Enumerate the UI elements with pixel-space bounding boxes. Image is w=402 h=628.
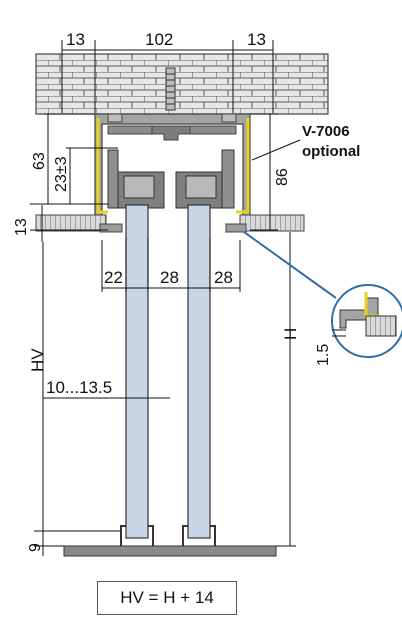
floor [63,545,277,557]
suspended-ceiling [35,214,305,233]
track-profile [94,113,251,217]
dim-height-86: 86 [274,168,291,186]
ceiling-brickwork [35,53,329,115]
dim-height-63: 63 [31,152,48,170]
floor-guide [120,525,216,546]
ceiling-screw [165,67,176,111]
gap-dimensions [101,238,241,292]
dim-hv: HV [28,348,47,372]
h-dimension [276,232,296,547]
dim-height-23: 23±3 [53,156,70,192]
seal-strip [96,118,250,214]
profile-note: optional [302,143,360,160]
profile-leader-line [251,139,301,161]
bottom-dimension [34,530,121,547]
dim-glass: 10...13.5 [46,378,112,397]
profile-code: V-7006 [302,123,350,140]
formula-text: HV = H + 14 [120,588,214,607]
detail-callout [331,284,402,358]
dim-top-middle: 102 [145,30,173,49]
dim-bottom-9: 9 [27,543,44,552]
right-height-dimension [250,113,278,231]
dim-detail-1-5: 1.5 [315,344,332,366]
roller-left [107,149,165,209]
roller-right [175,149,235,209]
detail-leader-line [243,231,337,299]
dim-gap-28-right: 28 [214,268,233,287]
glass-panel-left [125,204,149,539]
dim-h: H [281,328,300,340]
left-height-dimensions [30,113,118,242]
dim-ceiling-13: 13 [13,218,30,236]
dim-top-right: 13 [247,30,266,49]
dim-gap-28-left: 28 [160,268,179,287]
top-dimension-line [61,40,274,113]
dim-top-left: 13 [66,30,85,49]
glass-panel-right [187,204,211,539]
dim-gap-22: 22 [104,268,123,287]
formula-box: HV = H + 14 [97,581,237,615]
